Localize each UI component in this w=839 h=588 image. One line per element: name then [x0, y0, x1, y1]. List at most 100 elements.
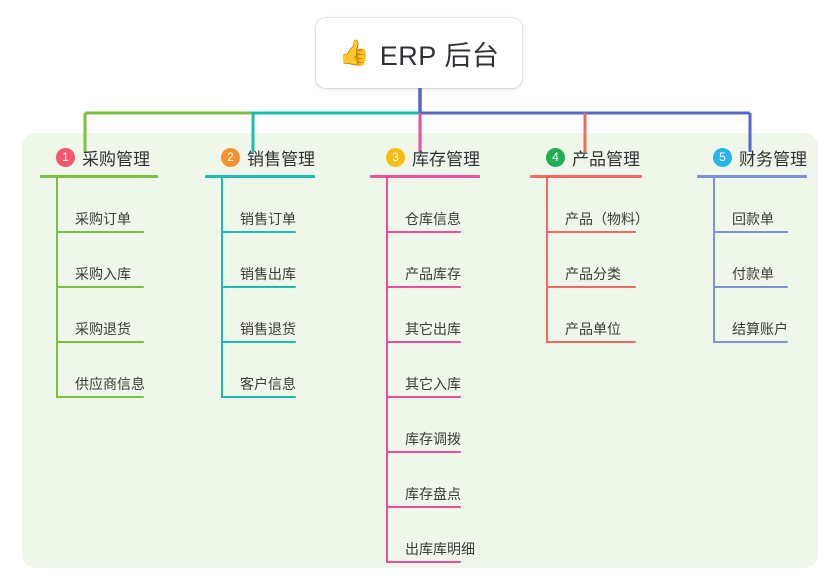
column-spine-3: [386, 178, 388, 563]
list-item-label: 付款单: [732, 266, 774, 282]
column-1: 1 采购管理采购订单采购入库采购退货供应商信息: [40, 143, 158, 398]
list-item-rule: [713, 231, 788, 233]
list-item-rule: [56, 231, 144, 233]
list-item[interactable]: 产品（物料）: [546, 178, 649, 233]
list-item[interactable]: 付款单: [713, 233, 807, 288]
column-items-4: 产品（物料） 产品分类产品单位: [530, 178, 649, 343]
column-rule-1: [40, 175, 158, 178]
list-item-rule: [386, 451, 461, 453]
list-item-label: 销售订单: [240, 211, 296, 227]
list-item[interactable]: 出库库明细: [386, 508, 480, 563]
column-rule-3: [370, 175, 480, 178]
list-item[interactable]: 结算账户: [713, 288, 807, 343]
column-header-4[interactable]: 4 产品管理: [530, 143, 642, 171]
column-rule-2: [205, 175, 315, 178]
root-title: ERP 后台: [379, 40, 500, 71]
list-item[interactable]: 产品库存: [386, 233, 480, 288]
list-item-label: 库存盘点: [405, 486, 461, 502]
list-item-label: 产品单位: [565, 321, 621, 337]
list-item-label: 客户信息: [240, 376, 296, 392]
list-item[interactable]: 采购退货: [56, 288, 158, 343]
list-item-rule: [386, 231, 461, 233]
root-node[interactable]: 👍 ERP 后台: [316, 18, 522, 88]
list-item-rule: [713, 286, 788, 288]
column-items-1: 采购订单采购入库采购退货供应商信息: [40, 178, 158, 398]
list-item-rule: [386, 396, 461, 398]
column-badge-1: 1: [56, 147, 75, 167]
column-items-2: 销售订单销售出库销售退货客户信息: [205, 178, 315, 398]
list-item-rule: [221, 231, 296, 233]
list-item[interactable]: 销售退货: [221, 288, 315, 343]
column-spine-2: [221, 178, 223, 398]
column-title-3: 库存管理: [412, 149, 480, 169]
list-item[interactable]: 供应商信息: [56, 343, 158, 398]
list-item[interactable]: 销售订单: [221, 178, 315, 233]
list-item-label: 产品库存: [405, 266, 461, 282]
list-item-label: 销售退货: [240, 321, 296, 337]
column-rule-5: [697, 175, 807, 178]
list-item-rule: [386, 341, 461, 343]
list-item-label: 产品分类: [565, 266, 621, 282]
list-item[interactable]: 采购入库: [56, 233, 158, 288]
list-item-rule: [386, 561, 461, 563]
column-5: 5 财务管理回款单付款单结算账户: [697, 143, 807, 343]
column-4: 4 产品管理产品（物料） 产品分类产品单位: [530, 143, 649, 343]
list-item-label: 采购退货: [75, 321, 131, 337]
column-badge-3: 3: [386, 147, 405, 167]
list-item-rule: [56, 396, 144, 398]
column-badge-4: 4: [546, 147, 565, 167]
column-header-1[interactable]: 1 采购管理: [40, 143, 158, 171]
list-item[interactable]: 产品分类: [546, 233, 642, 288]
list-item-rule: [221, 286, 296, 288]
column-spine-4: [546, 178, 548, 343]
list-item[interactable]: 产品单位: [546, 288, 642, 343]
list-item-rule: [221, 341, 296, 343]
list-item[interactable]: 仓库信息: [386, 178, 480, 233]
list-item-label: 采购入库: [75, 266, 131, 282]
list-item-label: 回款单: [732, 211, 774, 227]
column-title-5: 财务管理: [739, 149, 807, 169]
list-item-rule: [56, 341, 144, 343]
list-item[interactable]: 销售出库: [221, 233, 315, 288]
list-item[interactable]: 库存调拨: [386, 398, 480, 453]
column-badge-2: 2: [221, 147, 240, 167]
column-header-2[interactable]: 2 销售管理: [205, 143, 315, 171]
list-item[interactable]: 客户信息: [221, 343, 315, 398]
column-title-4: 产品管理: [572, 149, 640, 169]
list-item-label: 出库库明细: [405, 541, 475, 557]
list-item-rule: [713, 341, 788, 343]
column-3: 3 库存管理仓库信息产品库存其它出库其它入库库存调拨库存盘点出库库明细: [370, 143, 480, 563]
list-item-label: 库存调拨: [405, 431, 461, 447]
list-item-rule: [546, 231, 636, 233]
list-item[interactable]: 采购订单: [56, 178, 158, 233]
list-item-rule: [221, 396, 296, 398]
column-items-3: 仓库信息产品库存其它出库其它入库库存调拨库存盘点出库库明细: [370, 178, 480, 563]
list-item[interactable]: 其它出库: [386, 288, 480, 343]
list-item-label: 供应商信息: [75, 376, 145, 392]
column-header-3[interactable]: 3 库存管理: [370, 143, 480, 171]
list-item-rule: [546, 341, 636, 343]
list-item-label: 销售出库: [240, 266, 296, 282]
column-2: 2 销售管理销售订单销售出库销售退货客户信息: [205, 143, 315, 398]
list-item-label: 其它出库: [405, 321, 461, 337]
list-item-label: 产品（物料）: [565, 211, 649, 227]
column-title-2: 销售管理: [247, 149, 315, 169]
column-header-5[interactable]: 5 财务管理: [697, 143, 807, 171]
diagram-panel: [22, 133, 818, 568]
column-spine-1: [56, 178, 58, 398]
column-rule-4: [530, 175, 642, 178]
column-items-5: 回款单付款单结算账户: [697, 178, 807, 343]
list-item-label: 采购订单: [75, 211, 131, 227]
list-item[interactable]: 其它入库: [386, 343, 480, 398]
column-badge-5: 5: [713, 147, 732, 167]
list-item-label: 仓库信息: [405, 211, 461, 227]
list-item-rule: [386, 286, 461, 288]
list-item[interactable]: 回款单: [713, 178, 807, 233]
column-spine-5: [713, 178, 715, 343]
list-item-label: 其它入库: [405, 376, 461, 392]
column-title-1: 采购管理: [82, 149, 150, 169]
list-item[interactable]: 库存盘点: [386, 453, 480, 508]
list-item-label: 结算账户: [732, 321, 788, 337]
thumbs-up-icon: 👍: [338, 38, 370, 67]
